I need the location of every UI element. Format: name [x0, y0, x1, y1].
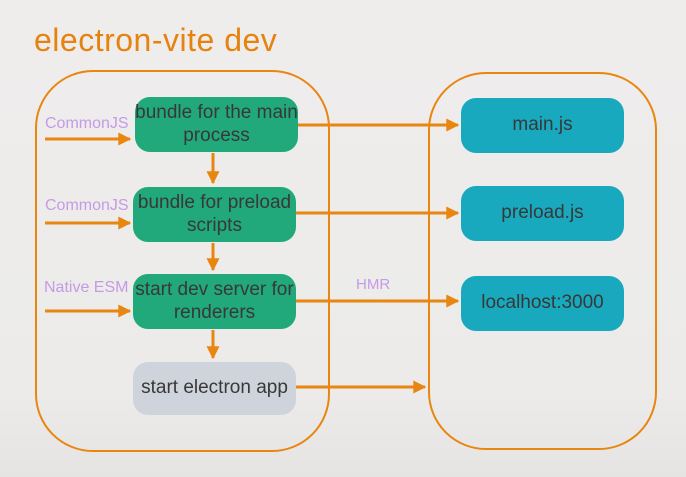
node-label: bundle for the main process	[135, 102, 298, 146]
node-label: start dev server for renderers	[135, 279, 294, 323]
node-bundle-preload-scripts: bundle for preload scripts	[133, 187, 296, 242]
node-start-dev-server: start dev server for renderers	[133, 274, 296, 329]
node-label: start electron app	[141, 377, 288, 399]
node-preload-js: preload.js	[461, 186, 624, 241]
node-main-js: main.js	[461, 98, 624, 153]
outputs-group	[428, 72, 657, 450]
input-label-native-esm: Native ESM	[44, 279, 129, 296]
node-localhost-3000: localhost:3000	[461, 276, 624, 331]
node-label: main.js	[512, 114, 573, 136]
node-label: bundle for preload scripts	[137, 192, 292, 236]
dev-pipeline-group	[35, 70, 330, 452]
page-title: electron-vite dev	[34, 22, 278, 58]
node-label: localhost:3000	[481, 292, 604, 314]
input-label-commonjs-1: CommonJS	[45, 115, 129, 132]
node-label: preload.js	[501, 202, 584, 224]
edge-label-hmr: HMR	[356, 276, 391, 293]
node-bundle-main-process: bundle for the main process	[135, 97, 298, 152]
node-start-electron-app: start electron app	[133, 362, 296, 415]
input-label-commonjs-2: CommonJS	[45, 197, 129, 214]
